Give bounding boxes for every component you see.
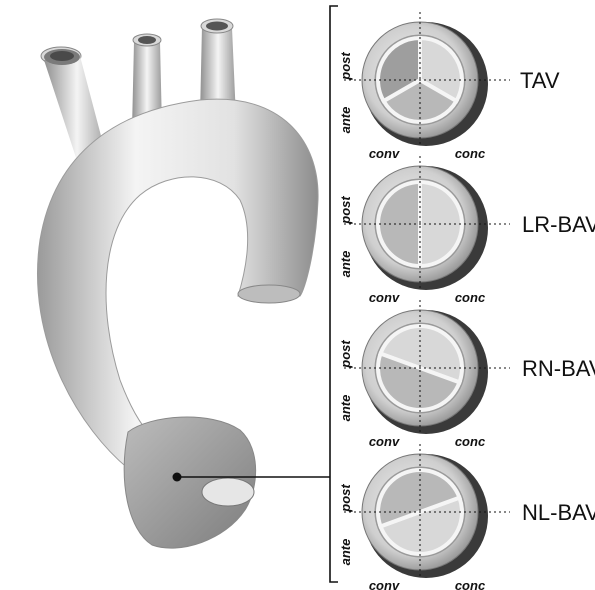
aortic-arch <box>37 99 318 470</box>
valve-panel-tav: TAV post ante conv conc <box>338 12 560 161</box>
axis-label-post: post <box>338 340 353 369</box>
axis-label-conv: conv <box>369 434 400 449</box>
valve-type-label: NL-BAV <box>522 500 595 525</box>
axis-label-ante: ante <box>338 251 353 278</box>
axis-label-ante: ante <box>338 539 353 566</box>
axis-label-conv: conv <box>369 578 400 590</box>
aorta-model <box>37 19 318 548</box>
axis-label-post: post <box>338 52 353 81</box>
bracket-line <box>330 6 338 582</box>
axis-label-conc: conc <box>455 578 486 590</box>
axis-label-post: post <box>338 484 353 513</box>
axis-label-conc: conc <box>455 290 486 305</box>
valve-type-label: LR-BAV <box>522 212 595 237</box>
axis-label-ante: ante <box>338 395 353 422</box>
axis-label-conc: conc <box>455 146 486 161</box>
valve-panel-lr-bav: LR-BAV post ante conv conc <box>338 156 595 305</box>
aortic-root-opening <box>202 478 254 506</box>
valve-type-label: TAV <box>520 68 560 93</box>
axis-label-conv: conv <box>369 290 400 305</box>
axis-label-post: post <box>338 196 353 225</box>
axis-label-conc: conc <box>455 434 486 449</box>
axis-label-conv: conv <box>369 146 400 161</box>
valve-panel-rn-bav: RN-BAV post ante conv conc <box>338 300 595 449</box>
axis-label-ante: ante <box>338 107 353 134</box>
valve-type-label: RN-BAV <box>522 356 595 381</box>
valve-panel-nl-bav: NL-BAV post ante conv conc <box>338 444 595 590</box>
descending-aorta-lumen <box>238 285 300 303</box>
